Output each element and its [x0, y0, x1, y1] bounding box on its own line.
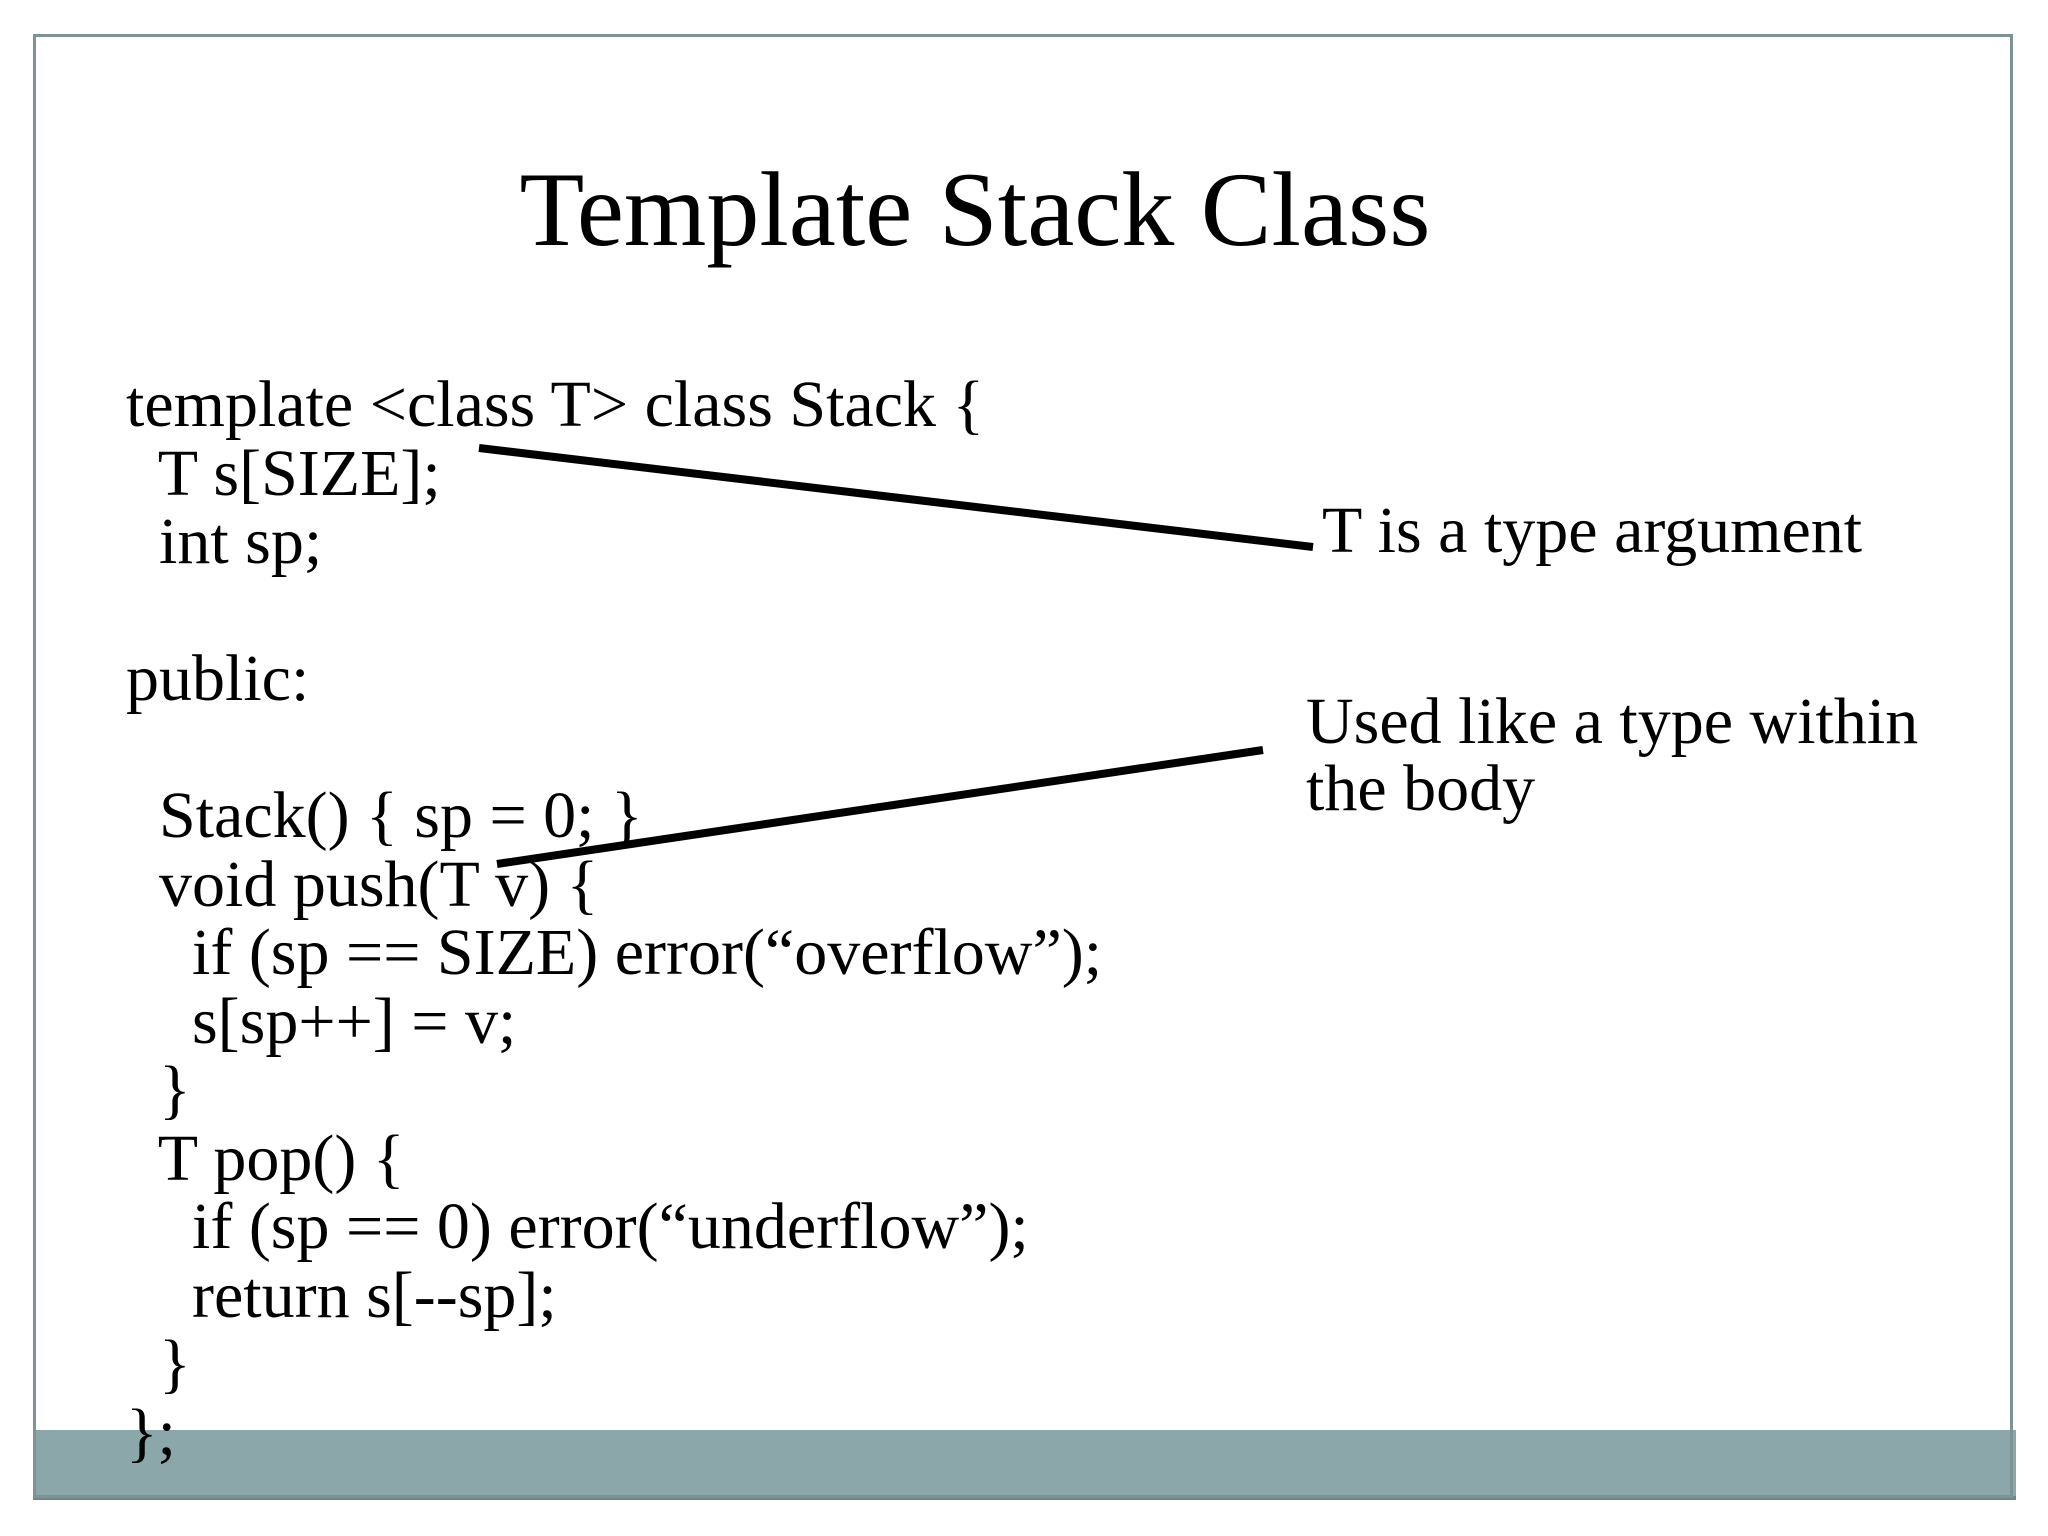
code-line: return s[--sp];: [126, 1258, 557, 1332]
code-block: template <class T> class Stack { T s[SIZ…: [126, 368, 1103, 1469]
slide-border: [33, 34, 2013, 1498]
code-line: }: [126, 1053, 191, 1126]
code-line: T s[SIZE];: [126, 436, 441, 510]
page-title: Template Stack Class: [519, 151, 1431, 268]
code-line: s[sp++] = v;: [126, 984, 517, 1058]
code-line: }: [126, 1327, 191, 1400]
code-line: public:: [126, 642, 310, 715]
code-line: };: [126, 1395, 177, 1469]
code-line: Stack() { sp = 0; }: [126, 779, 643, 852]
code-line: if (sp == 0) error(“underflow”);: [126, 1190, 1029, 1263]
code-line: [126, 577, 1102, 646]
bottom-accent-bar: [33, 1430, 2016, 1500]
annotation-type-argument: T is a type argument: [1322, 494, 1863, 567]
code-line: void push(T v) {: [126, 847, 599, 921]
code-line: [126, 714, 1102, 783]
code-line: int sp;: [126, 505, 323, 578]
code-line: if (sp == SIZE) error(“overflow”);: [126, 916, 1103, 989]
annotation-used-like-type: Used like a type within the body: [1306, 685, 1919, 825]
code-line: T pop() {: [126, 1121, 405, 1195]
code-line: template <class T> class Stack {: [126, 368, 985, 441]
